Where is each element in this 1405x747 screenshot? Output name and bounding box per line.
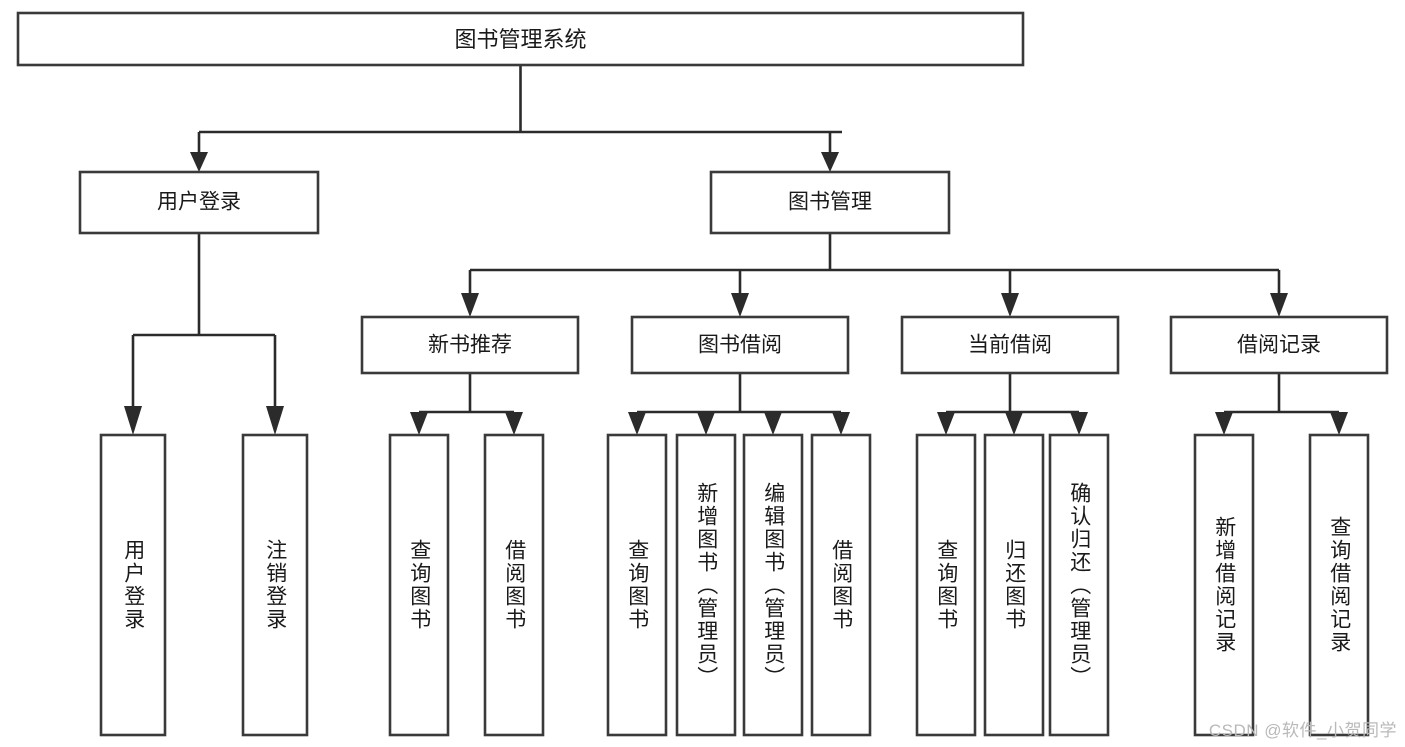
- arrowhead-leaf-query-book-3: [937, 412, 955, 435]
- arrowhead-leaf-add-book: [697, 412, 715, 435]
- node-borrow-record-label: 借阅记录: [1237, 334, 1321, 357]
- node-root-label: 图书管理系统: [454, 27, 586, 52]
- arrowhead-book-borrow: [731, 293, 749, 317]
- node-user-login-label: 用户登录: [157, 191, 241, 214]
- leaf-add-record-box[interactable]: [1193, 433, 1255, 737]
- node-borrow-record-box[interactable]: [1169, 315, 1389, 375]
- arrowhead-user-login: [190, 152, 208, 172]
- arrowhead-leaf-borrow-book-1: [505, 412, 523, 435]
- arrowhead-leaf-query-record: [1330, 412, 1348, 435]
- connector-layer: [124, 65, 1348, 435]
- arrowhead-book-manage: [821, 152, 839, 172]
- leaf-return-book-box[interactable]: [983, 433, 1045, 737]
- leaf-confirm-return-box[interactable]: [1048, 433, 1110, 737]
- leaf-add-book-box[interactable]: [675, 433, 737, 737]
- leaf-node-layer: [99, 433, 1370, 737]
- node-borrow-record[interactable]: 借阅记录: [1169, 315, 1389, 375]
- node-new-book-rec[interactable]: 新书推荐: [360, 315, 580, 375]
- node-user-login-box[interactable]: [78, 170, 320, 235]
- arrowhead-leaf-query-book-1: [410, 412, 428, 435]
- node-current-borrow-box[interactable]: [900, 315, 1120, 375]
- node-new-book-rec-label: 新书推荐: [428, 334, 512, 357]
- arrowhead-leaf-edit-book: [764, 412, 782, 435]
- node-new-book-rec-box[interactable]: [360, 315, 580, 375]
- node-root-box[interactable]: [16, 11, 1025, 67]
- leaf-query-book-2-box[interactable]: [606, 433, 668, 737]
- arrowhead-leaf-logout: [266, 406, 284, 435]
- node-user-login[interactable]: 用户登录: [78, 170, 320, 235]
- node-book-borrow-label: 图书借阅: [698, 334, 782, 357]
- arrowhead-leaf-add-record: [1215, 412, 1233, 435]
- node-current-borrow[interactable]: 当前借阅: [900, 315, 1120, 375]
- watermark-text: CSDN @软件_小贺同学: [1208, 721, 1397, 740]
- leaf-query-book-1-box[interactable]: [388, 433, 450, 737]
- leaf-borrow-book-1-box[interactable]: [483, 433, 545, 737]
- arrowhead-leaf-query-book-2: [628, 412, 646, 435]
- arrowhead-borrow-record: [1270, 293, 1288, 317]
- node-book-borrow-box[interactable]: [630, 315, 850, 375]
- node-book-manage-box[interactable]: [709, 170, 951, 235]
- node-current-borrow-label: 当前借阅: [968, 334, 1052, 357]
- leaf-logout-box[interactable]: [241, 433, 309, 737]
- arrowhead-current-borrow: [1001, 293, 1019, 317]
- leaf-query-book-3-box[interactable]: [915, 433, 977, 737]
- arrowhead-leaf-return-book: [1005, 412, 1023, 435]
- arrowhead-leaf-user-login: [124, 406, 142, 435]
- arrowhead-leaf-confirm-return: [1070, 412, 1088, 435]
- leaf-edit-book-box[interactable]: [742, 433, 804, 737]
- arrowhead-leaf-borrow-book-2: [832, 412, 850, 435]
- node-book-borrow[interactable]: 图书借阅: [630, 315, 850, 375]
- leaf-user-login-box[interactable]: [99, 433, 167, 737]
- leaf-query-record-box[interactable]: [1308, 433, 1370, 737]
- node-root[interactable]: 图书管理系统: [16, 11, 1025, 67]
- arrowhead-new-book-rec: [461, 293, 479, 317]
- node-layer: 图书管理系统 用户登录 图书管理 新书推荐 图书借阅 当前借阅: [16, 11, 1389, 375]
- node-book-manage-label: 图书管理: [788, 191, 872, 214]
- node-book-manage[interactable]: 图书管理: [709, 170, 951, 235]
- leaf-borrow-book-2-box[interactable]: [810, 433, 872, 737]
